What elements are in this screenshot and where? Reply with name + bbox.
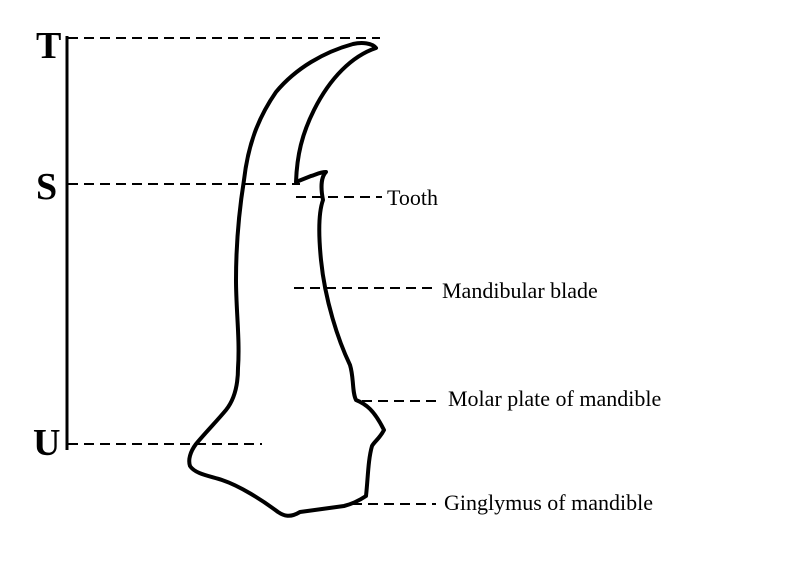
ginglymus-label: Ginglymus of mandible (444, 490, 653, 515)
mandibular-blade-label: Mandibular blade (442, 278, 598, 303)
axis-letter-u: U (33, 422, 60, 464)
axis-letter-t: T (36, 25, 61, 67)
mandible-outline (187, 41, 386, 518)
axis-letter-s: S (36, 166, 57, 208)
molar-plate-label: Molar plate of mandible (448, 386, 661, 411)
tooth-label: Tooth (387, 185, 438, 210)
